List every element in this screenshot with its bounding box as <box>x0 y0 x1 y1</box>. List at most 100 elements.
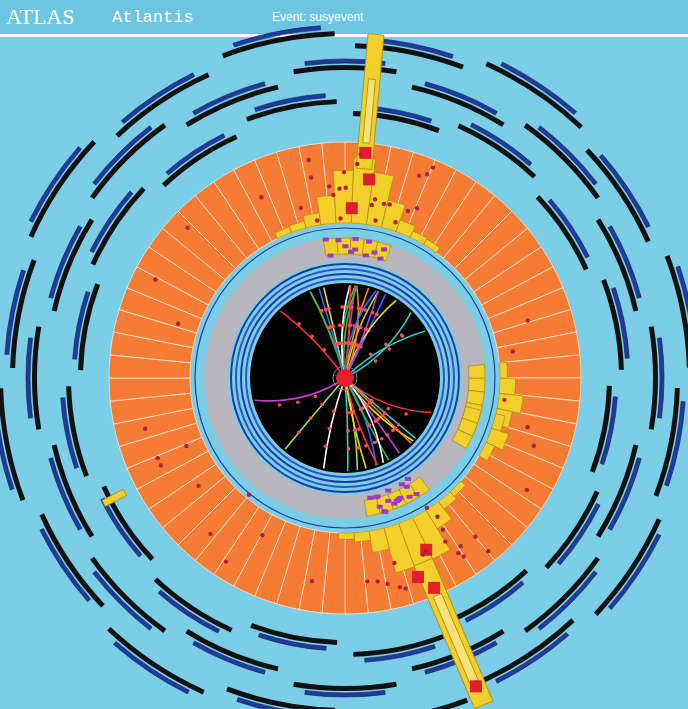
pixel-hit <box>340 305 344 309</box>
cell-hit <box>331 193 335 197</box>
cell-hit <box>502 398 506 402</box>
muon-chamber <box>49 458 82 531</box>
muon-chamber <box>599 154 650 227</box>
pixel-hit <box>375 313 379 317</box>
pixel-hit <box>367 424 371 428</box>
pixel-hit <box>369 352 373 356</box>
cell-hit <box>441 527 445 531</box>
pixel-hit <box>364 444 368 448</box>
cell-hit <box>425 506 429 510</box>
energy-deposit <box>339 533 355 540</box>
cell-hit <box>260 533 264 537</box>
cell-hit <box>307 158 311 162</box>
muon-chamber <box>355 698 468 709</box>
muon-chamber <box>585 148 650 242</box>
calorimeter-tile <box>345 532 368 614</box>
cell-hit <box>159 463 163 467</box>
pixel-hit <box>346 411 350 415</box>
muon-chamber <box>166 134 225 175</box>
em-calorimeter <box>204 237 486 519</box>
trt-hit <box>381 509 387 513</box>
trt-hit <box>371 250 377 254</box>
energy-deposit <box>289 221 306 232</box>
muon-chamber <box>121 73 194 124</box>
cell-hit <box>184 444 188 448</box>
cell-hit <box>382 202 386 206</box>
cell-hit <box>224 559 228 563</box>
pixel-hit <box>338 323 342 327</box>
muon-chamber <box>158 590 220 633</box>
track <box>302 277 345 378</box>
cell-hit <box>373 218 377 222</box>
pixel-hit <box>327 307 331 311</box>
muon-chamber <box>73 291 90 359</box>
track <box>345 268 350 378</box>
track <box>345 378 423 455</box>
cell-hit <box>462 554 466 558</box>
jet-tower <box>102 489 127 506</box>
pixel-hit <box>346 429 350 433</box>
pixel-hit <box>397 423 401 427</box>
cell-hit <box>143 427 147 431</box>
muon-chamber <box>608 226 641 299</box>
trt-hit <box>335 238 341 242</box>
pixel-hit <box>324 444 328 448</box>
muon-chamber <box>93 571 152 630</box>
pixel-hit <box>381 414 385 418</box>
muon-chamber <box>538 571 597 630</box>
muon-chamber <box>49 226 82 299</box>
cell-hit <box>247 493 251 497</box>
header-label: Atlantis <box>112 9 194 26</box>
track <box>314 272 345 378</box>
energy-deposit <box>468 378 485 392</box>
cell-hit <box>473 534 477 538</box>
muon-chamber <box>250 623 337 645</box>
trt-hit <box>385 489 391 493</box>
trt-hit <box>366 240 372 244</box>
muon-chamber <box>52 218 94 311</box>
energy-deposit <box>303 213 321 228</box>
cell-hit <box>424 549 428 553</box>
pixel-hit <box>334 342 338 346</box>
pixel-hit <box>359 326 363 330</box>
pixel-hit <box>313 395 317 399</box>
trt-hit <box>407 495 413 499</box>
cell-hit <box>403 586 407 590</box>
track <box>345 327 442 378</box>
energy-deposit <box>275 227 292 239</box>
pixel-hit <box>333 343 337 347</box>
pixel-hit <box>357 427 361 431</box>
cell-hit <box>532 444 536 448</box>
hot-cell <box>428 582 440 594</box>
muon-chamber <box>657 338 664 418</box>
energy-deposit <box>468 365 485 379</box>
muon-chamber <box>611 288 629 359</box>
trt-hit <box>328 253 334 257</box>
cell-hit <box>309 175 313 179</box>
muon-chamber <box>608 458 641 531</box>
header-rule <box>0 34 688 37</box>
pixel-hit <box>309 416 313 420</box>
trt-hit <box>373 495 379 499</box>
muon-chamber <box>91 187 146 266</box>
trt-hit <box>353 237 359 241</box>
tracker-layer <box>236 269 454 487</box>
trt-hit <box>363 253 369 257</box>
muon-chamber <box>90 191 133 253</box>
muon-chamber <box>40 528 91 601</box>
muon-chamber <box>26 338 33 418</box>
tracker-layer <box>231 264 459 492</box>
pixel-hit <box>348 323 352 327</box>
pixel-hit <box>342 323 346 327</box>
cell-hit <box>393 220 397 224</box>
muon-chamber <box>590 386 612 473</box>
energy-deposit <box>499 362 507 378</box>
pixel-hit <box>359 345 363 349</box>
muon-chamber <box>557 503 600 565</box>
muon-chamber <box>600 397 617 465</box>
pixel-hit <box>345 305 349 309</box>
muon-chamber <box>548 199 589 258</box>
cell-hit <box>373 197 377 201</box>
trt-hit <box>323 238 329 242</box>
cell-hit <box>458 544 462 548</box>
